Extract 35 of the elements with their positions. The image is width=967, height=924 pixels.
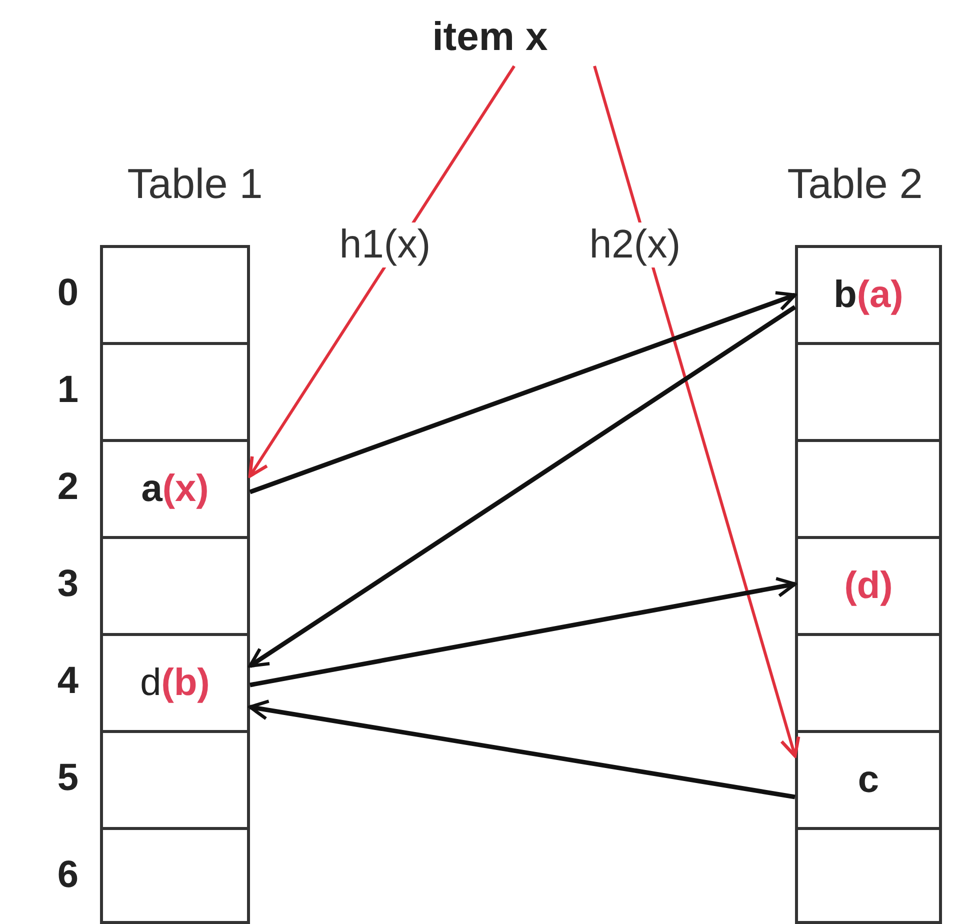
- arrow: [250, 576, 797, 688]
- item-label: item x: [432, 14, 548, 60]
- slot-entry: (d): [844, 564, 893, 608]
- slot-entry: a(x): [141, 468, 209, 510]
- table-slot: [100, 245, 250, 345]
- table-slot: [795, 730, 942, 830]
- arrow: [249, 291, 797, 494]
- slot-entry: b(a): [834, 274, 904, 316]
- table-slot: [795, 342, 942, 442]
- table-slot: [795, 439, 942, 539]
- row-index: 3: [56, 563, 80, 606]
- arrow: [593, 66, 800, 758]
- table-slot: [100, 536, 250, 636]
- slot-entry: c: [858, 758, 880, 802]
- table-slot: [795, 827, 942, 924]
- table-slot: [100, 730, 250, 830]
- row-index: 1: [56, 369, 80, 412]
- table-heading: Table 1: [126, 160, 264, 208]
- row-index: 0: [56, 272, 80, 315]
- row-index: 5: [56, 757, 80, 800]
- slot-entry: d(b): [140, 662, 210, 704]
- arrow: [248, 305, 796, 668]
- row-index: 2: [56, 466, 80, 509]
- arrow: [248, 700, 796, 800]
- table-slot: [795, 633, 942, 733]
- row-index: 6: [56, 854, 80, 897]
- table-slot: [100, 827, 250, 924]
- table-slot: [795, 536, 942, 636]
- table-heading: Table 2: [786, 160, 924, 208]
- table-slot: [795, 245, 942, 345]
- row-index: 4: [56, 660, 80, 703]
- table-slot: [100, 633, 250, 733]
- table-slot: [100, 342, 250, 442]
- arrow: [248, 65, 516, 478]
- table-slot: [100, 439, 250, 539]
